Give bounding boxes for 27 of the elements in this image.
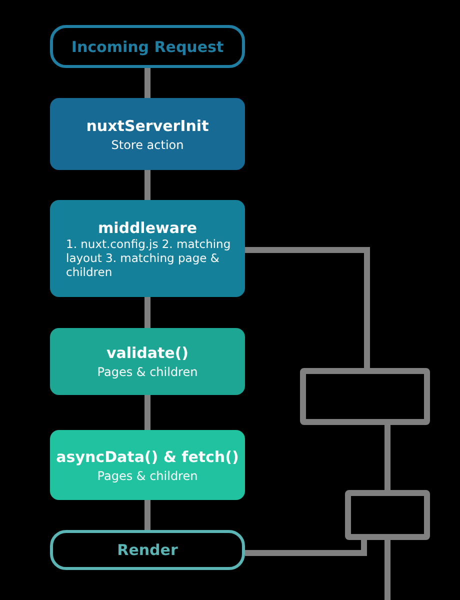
terminal-pill <box>50 25 245 68</box>
step-title: Incoming Request <box>71 38 224 56</box>
connector-line <box>245 540 367 556</box>
step-description: Pages & children <box>97 365 198 379</box>
step-title: Render <box>117 541 178 559</box>
terminal-pill <box>50 530 245 570</box>
step-title: nuxtServerInit <box>86 116 209 134</box>
outline-box <box>345 490 430 540</box>
step-title: validate() <box>106 344 189 362</box>
step-description: Store action <box>111 138 184 152</box>
process-box <box>50 430 245 500</box>
connector-line <box>384 540 390 600</box>
connector-line <box>384 425 390 490</box>
connector-line <box>144 395 150 430</box>
process-box <box>50 200 245 297</box>
process-box <box>50 328 245 395</box>
step-title: middleware <box>98 218 198 236</box>
step-description: 1. nuxt.config.js 2. matching layout 3. matching page & children <box>66 236 232 278</box>
process-box <box>50 98 245 170</box>
outline-box <box>300 368 430 425</box>
step-title: asyncData() & fetch() <box>56 448 239 466</box>
step-description: Pages & children <box>97 468 198 482</box>
connector-line <box>245 247 370 371</box>
connector-line <box>144 297 150 328</box>
connector-line <box>144 68 150 98</box>
connector-line <box>144 500 150 530</box>
connector-line <box>144 170 150 200</box>
